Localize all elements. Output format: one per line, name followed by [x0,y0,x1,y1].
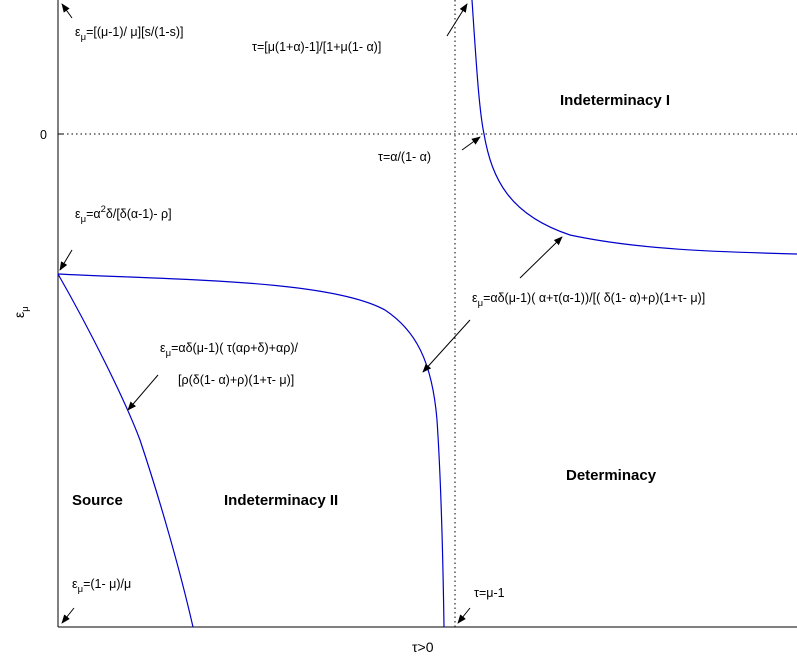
y-tick-label: 0 [40,128,47,142]
arrow-right-curve-down [422,319,471,373]
x-axis-label: τ>0 [412,639,434,655]
annotation-right-curve: εμ=αδ(μ-1)( α+τ(α-1))/[( δ(1- α)+ρ)(1+τ-… [472,291,705,309]
arrow-tau-alpha [461,136,481,151]
region-source: Source [72,492,123,509]
annotation-left-curve-line2: [ρ(δ(1- α)+ρ)(1+τ- μ)] [178,373,294,387]
annotation-top-left: εμ=[(μ-1)/ μ][s/(1-s)] [75,25,183,43]
arrow-bottom-left [61,607,75,624]
annotation-left-curve-line1: εμ=αδ(μ-1)( τ(αρ+δ)+αρ)/ [160,341,298,359]
arrow-left-curve [127,374,159,411]
annotation-tau-mu: τ=μ-1 [474,586,505,600]
arrow-top-tau [446,3,468,37]
annotation-bottom-left: εμ=(1- μ)/μ [72,577,131,595]
svg-text:εμ: εμ [11,306,31,318]
annotation-alpha-squared: εμ=α2δ/[δ(α-1)- ρ] [75,204,172,225]
region-determinacy: Determinacy [566,467,657,484]
curve-upper-right [471,0,797,255]
annotation-tau-alpha: τ=α/(1- α) [378,150,431,164]
arrow-right-curve-up [519,236,563,279]
arrow-tau-mu [457,607,471,624]
curve-source-boundary [57,273,194,628]
region-indeterminacy-1: Indeterminacy I [560,92,670,109]
arrow-alpha-squared [59,249,73,271]
y-axis-label: εμ [11,306,31,318]
arrow-top-left [61,3,73,19]
annotation-top-tau: τ=[μ(1+α)-1]/[1+μ(1- α)] [252,40,381,54]
curve-horizontal-left [57,273,445,628]
region-indeterminacy-2: Indeterminacy II [224,492,338,509]
